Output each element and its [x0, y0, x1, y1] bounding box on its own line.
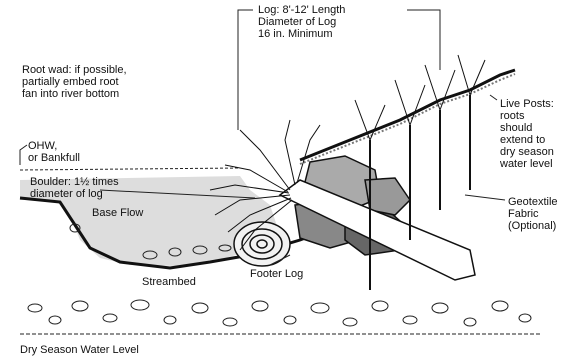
- ohw-line: [20, 168, 240, 170]
- dry-season-label: Dry Season Water Level: [20, 344, 139, 356]
- footer-log-label: Footer Log: [250, 268, 303, 280]
- root-wad-label: Root wad: if possible,partially embed ro…: [22, 64, 127, 100]
- ohw-label: OHW,or Bankfull: [28, 140, 80, 164]
- upper-slope: [300, 70, 515, 160]
- streambed-label: Streambed: [142, 276, 196, 288]
- base-flow-label: Base Flow: [92, 207, 143, 219]
